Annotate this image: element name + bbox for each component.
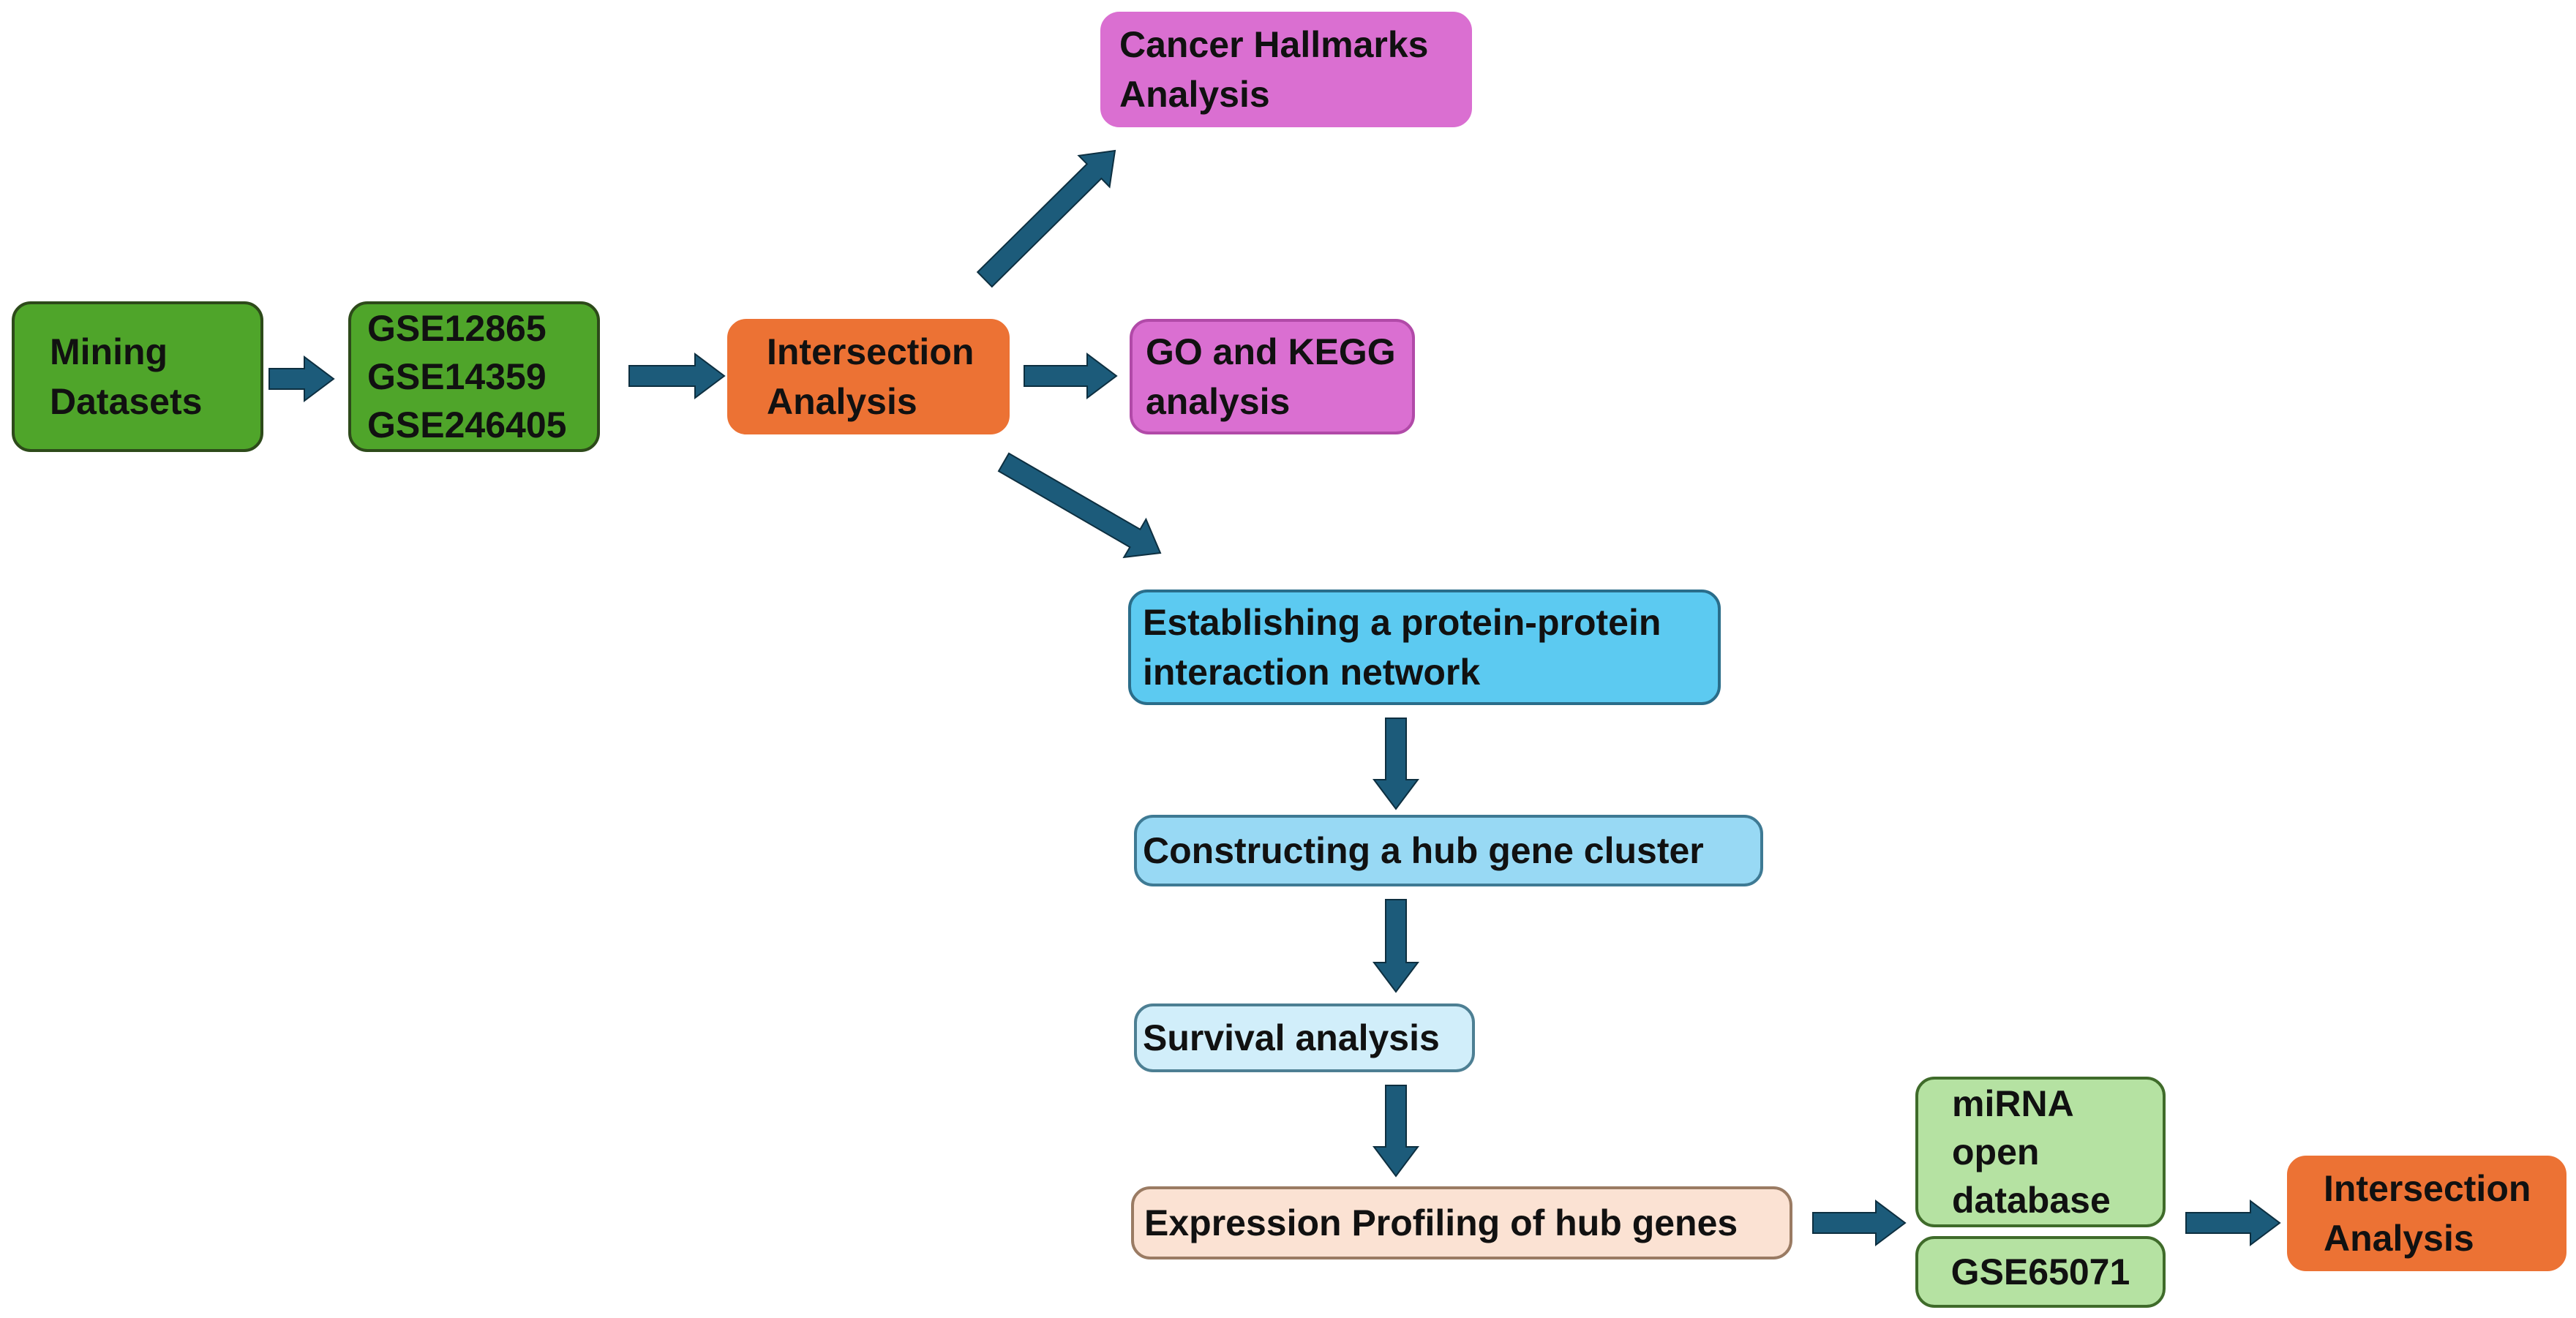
node-survival-analysis: Survival analysis	[1134, 1003, 1475, 1072]
node-go-kegg-line-2: analysis	[1146, 381, 1291, 422]
node-cancer-hallmarks: Cancer Hallmarks Analysis	[1100, 12, 1472, 127]
arrow-mirna-to-intersection	[2185, 1200, 2281, 1246]
node-intersection2-line-2: Analysis	[2324, 1218, 2474, 1259]
arrow-intersection-to-ppi	[997, 452, 1162, 559]
arrow-datasets-to-intersection	[628, 353, 726, 399]
node-hub-cluster-line-1: Constructing a hub gene cluster	[1143, 830, 1704, 871]
node-datasets-line-2: GSE14359	[367, 356, 547, 397]
node-survival-line-1: Survival analysis	[1143, 1017, 1440, 1058]
node-datasets-line-3: GSE246405	[367, 404, 567, 445]
node-mirna-line-3: database	[1952, 1180, 2111, 1221]
node-intersection-analysis-final: Intersection Analysis	[2287, 1156, 2566, 1271]
node-mirna-line-1: miRNA	[1952, 1083, 2074, 1124]
node-datasets: GSE12865 GSE14359 GSE246405	[348, 301, 600, 452]
node-gse65071-line-1: GSE65071	[1950, 1251, 2130, 1292]
node-hallmarks-line-1: Cancer Hallmarks	[1119, 24, 1429, 65]
node-expression-line-1: Expression Profiling of hub genes	[1144, 1202, 1738, 1243]
arrow-intersection-to-hallmarks	[976, 149, 1116, 288]
node-mirna-database: miRNA open database	[1915, 1077, 2166, 1227]
arrow-ppi-to-hub-cluster	[1373, 718, 1419, 810]
node-go-kegg: GO and KEGG analysis	[1130, 319, 1415, 434]
node-hallmarks-line-2: Analysis	[1119, 74, 1270, 115]
node-intersection-analysis: Intersection Analysis	[727, 319, 1010, 434]
node-mining-line-2: Datasets	[50, 381, 203, 422]
node-mining-line-1: Mining	[50, 331, 168, 372]
node-expression-profiling: Expression Profiling of hub genes	[1131, 1186, 1792, 1259]
node-datasets-line-1: GSE12865	[367, 308, 547, 349]
arrow-expression-to-mirna	[1812, 1200, 1907, 1246]
node-mining-datasets: Mining Datasets	[12, 301, 263, 452]
node-mirna-line-2: open	[1952, 1131, 2040, 1172]
node-intersection-line-2: Analysis	[767, 381, 917, 422]
node-ppi-line-1: Establishing a protein-protein	[1143, 602, 1661, 643]
node-gse65071: GSE65071	[1915, 1236, 2166, 1308]
arrow-survival-to-expression	[1373, 1085, 1419, 1178]
node-go-kegg-line-1: GO and KEGG	[1146, 331, 1396, 372]
node-ppi-network: Establishing a protein-protein interacti…	[1128, 590, 1721, 705]
arrow-intersection-to-go-kegg	[1024, 353, 1118, 399]
node-intersection2-line-1: Intersection	[2324, 1168, 2531, 1209]
node-hub-gene-cluster: Constructing a hub gene cluster	[1134, 815, 1763, 886]
arrow-hub-cluster-to-survival	[1373, 899, 1419, 993]
node-ppi-line-2: interaction network	[1143, 652, 1481, 693]
node-intersection-line-1: Intersection	[767, 331, 975, 372]
arrow-mining-to-datasets	[269, 355, 335, 402]
